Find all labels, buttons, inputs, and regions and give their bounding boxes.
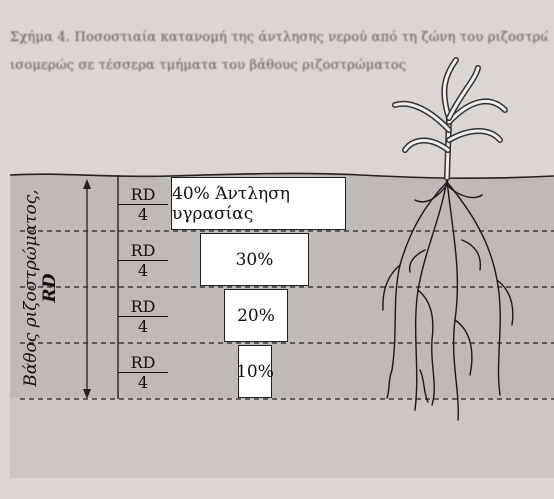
layer-4-depth-fraction: RD 4 — [118, 354, 168, 391]
layer-2-uptake-box: 30% — [200, 233, 309, 286]
layer-3-uptake-box: 20% — [224, 289, 288, 342]
layer-2-depth-fraction: RD 4 — [118, 242, 168, 279]
layer-4-uptake-box: 10% — [238, 345, 272, 398]
layer-1-depth-fraction: RD 4 — [118, 186, 168, 223]
layer-2-denominator: 4 — [118, 261, 168, 279]
root-depth-axis-label: Βάθος ριζοστρώματος, RD — [22, 148, 60, 428]
layer-1-uptake-box: 40% Άντληση υγρασίας — [171, 177, 346, 230]
layer-3-numerator: RD — [118, 298, 168, 317]
layer-1-numerator: RD — [118, 186, 168, 205]
root-depth-label-line-1: Βάθος ριζοστρώματος, — [22, 148, 41, 428]
layer-4-numerator: RD — [118, 354, 168, 373]
root-depth-label-line-2: RD — [41, 148, 60, 428]
layer-2-numerator: RD — [118, 242, 168, 261]
layer-1-denominator: 4 — [118, 205, 168, 223]
lower-soil — [10, 398, 554, 478]
layer-4-denominator: 4 — [118, 373, 168, 391]
layer-3-denominator: 4 — [118, 317, 168, 335]
layer-3-depth-fraction: RD 4 — [118, 298, 168, 335]
